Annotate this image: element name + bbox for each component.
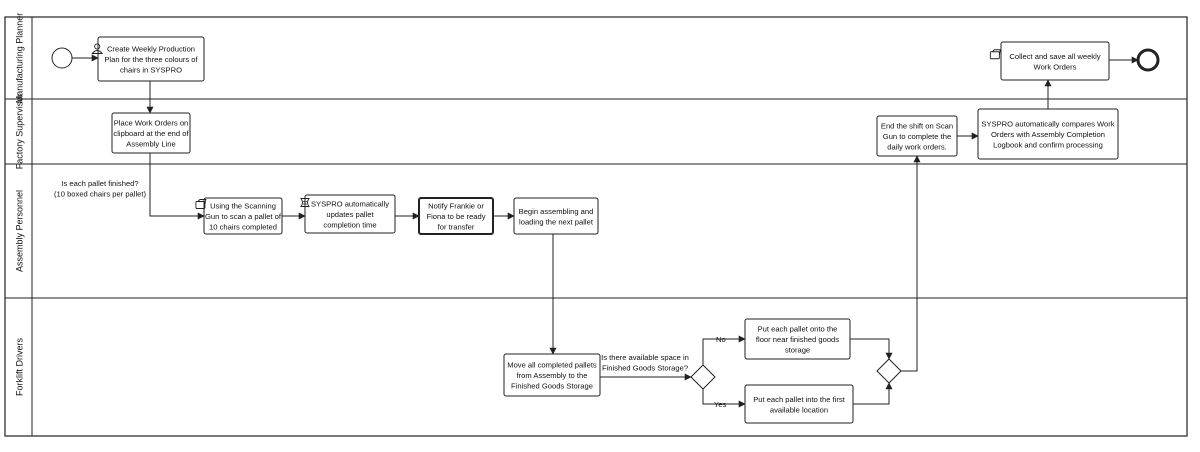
task-t12	[1000, 41, 1110, 81]
task-t9	[744, 384, 854, 424]
task-t7	[503, 353, 601, 397]
task-t8-line: floor near finished goods	[756, 335, 839, 344]
task-t9-line: available location	[770, 405, 828, 414]
task-t10	[876, 115, 958, 157]
task-t1-line: Plan for the three colours of	[104, 55, 198, 64]
task-t10-line: daily work orders.	[887, 143, 947, 152]
task-t8-line: storage	[785, 346, 810, 355]
edge-label-no: No	[716, 335, 726, 344]
lane-label-ap: Assembly Personnel	[15, 190, 25, 272]
end-event	[1136, 48, 1160, 72]
task-t5-line: Fiona to be ready	[426, 212, 485, 221]
start-event	[51, 47, 73, 69]
lane-label-fs: Factory Supervisor	[15, 94, 25, 170]
task-t1-line: chairs in SYSPRO	[120, 66, 182, 75]
task-t11-line: Orders with Assembly Completion	[991, 130, 1105, 139]
task-t6	[513, 197, 599, 235]
flow-gateway-yes	[702, 389, 746, 408]
task-t12-line: Work Orders	[1034, 62, 1077, 71]
task-t5	[418, 197, 494, 235]
pool-border	[4, 16, 1188, 437]
task-t11-line: Logbook and confirm processing	[993, 141, 1103, 150]
annotation-a2-line: Finished Goods Storage?	[602, 364, 688, 373]
task-t7-line: Move all completed pallets	[507, 361, 597, 370]
task-t3-line: Using the Scanning	[210, 202, 276, 211]
annotation-a1-line: (10 boxed chairs per pallet)	[54, 190, 146, 199]
task-t2	[111, 112, 191, 154]
task-t4-line: completion time	[323, 221, 376, 230]
gateway-merge	[876, 358, 902, 384]
edge-label-yes: Yes	[714, 400, 727, 409]
task-t7-line: from Assembly to the	[517, 371, 588, 380]
task-t2-line: Place Work Orders on	[114, 119, 189, 128]
annotation-a2-line: Is there available space in	[601, 353, 689, 362]
task-t2-line: clipboard at the end of	[113, 129, 189, 138]
task-t7-line: Finished Goods Storage	[511, 382, 593, 391]
flow-merge-to-endshift	[901, 155, 921, 372]
scanner-icon	[989, 49, 1001, 60]
script-icon	[300, 198, 310, 207]
task-t1-line: Create Weekly Production	[107, 45, 195, 54]
task-t2-line: Assembly Line	[126, 140, 175, 149]
task-t1	[97, 36, 205, 82]
task-t4-line: updates pallet	[326, 210, 374, 219]
task-t3	[203, 197, 283, 235]
task-t8-line: Put each pallet onto the	[758, 325, 838, 334]
task-t4-line: SYSPRO automatically	[311, 200, 389, 209]
task-t5-line: for transfer	[438, 223, 475, 232]
task-t10-line: End the shift on Scan	[881, 122, 953, 131]
task-t6-line: loading the next pallet	[519, 217, 594, 226]
task-t10-line: Gun to complete the	[883, 132, 951, 141]
task-t6-line: Begin assembling and	[519, 207, 594, 216]
task-t8	[744, 318, 851, 360]
lane-label-fd: Forklift Drivers	[15, 338, 25, 396]
gateway-split	[690, 364, 716, 390]
flow-location-to-merge	[853, 382, 893, 405]
task-t4	[304, 194, 396, 234]
flow-gateway-no	[702, 335, 746, 365]
flow-floor-to-merge	[850, 338, 893, 360]
task-t3-line: Gun to scan a pallet of	[205, 212, 282, 221]
task-t12-line: Collect and save all weekly	[1009, 52, 1100, 61]
task-t5-line: Notify Frankie or	[428, 202, 484, 211]
task-t11	[977, 108, 1119, 160]
flow-clipboard-to-scan	[149, 153, 205, 220]
task-t11-line: SYSPRO automatically compares Work	[981, 120, 1114, 129]
lane-label-mp: Manufacturing Planner	[15, 13, 25, 104]
task-t3-line: 10 chairs completed	[209, 223, 277, 232]
task-t9-line: Put each pallet into the first	[753, 395, 845, 404]
user-icon	[91, 43, 104, 54]
annotation-a1-line: Is each pallet finished?	[61, 179, 138, 188]
scanner-icon	[195, 199, 207, 209]
